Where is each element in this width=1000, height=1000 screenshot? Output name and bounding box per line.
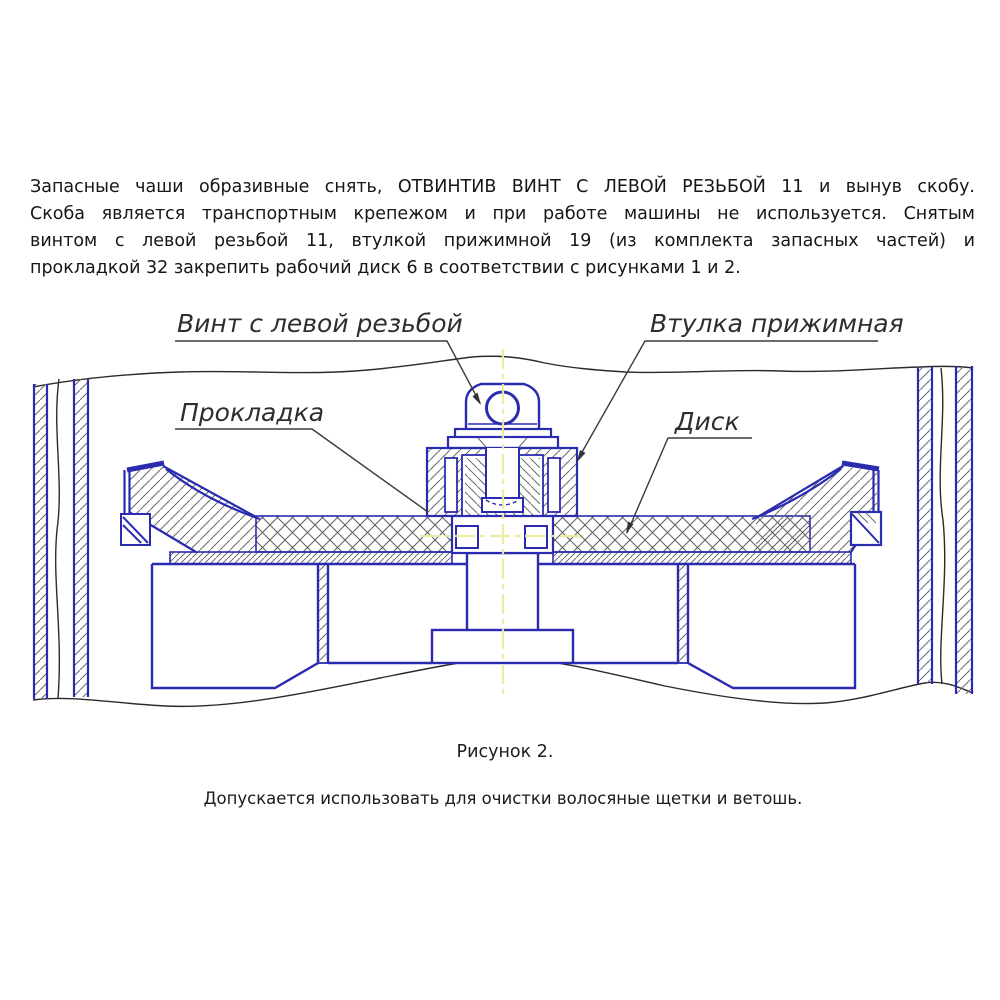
left-wall-sections <box>32 379 90 699</box>
footer-note: Допускается использовать для очистки вол… <box>203 789 803 808</box>
label-disk: Диск <box>674 407 740 436</box>
paragraph-line-4: прокладкой 32 закрепить рабочий диск 6 в… <box>30 258 741 278</box>
gasket-strip <box>169 551 852 565</box>
paragraph-line-3: винтом с левой резьбой 11, втулкой прижи… <box>30 231 975 251</box>
callouts <box>175 340 878 534</box>
callout-arrowheads <box>472 392 634 534</box>
instruction-paragraph: Запасные чаши образивные снять, ОТВИНТИВ… <box>30 174 975 282</box>
label-gasket: Прокладка <box>180 398 324 427</box>
label-bushing: Втулка прижимная <box>650 309 904 338</box>
clamping-bushing <box>425 446 579 518</box>
paragraph-line-2: Скоба является транспортным крепежом и п… <box>30 204 975 224</box>
disk-right-rim <box>751 460 883 553</box>
centerlines <box>420 349 585 694</box>
figure-caption: Рисунок 2. <box>456 742 554 762</box>
right-wall-sections <box>916 366 974 694</box>
disk-clamp-bracket <box>120 513 151 546</box>
disk-left-rim <box>123 460 261 553</box>
label-screw: Винт с левой резьбой <box>177 309 463 338</box>
paragraph-line-1: Запасные чаши образивные снять, ОТВИНТИВ… <box>30 177 975 197</box>
